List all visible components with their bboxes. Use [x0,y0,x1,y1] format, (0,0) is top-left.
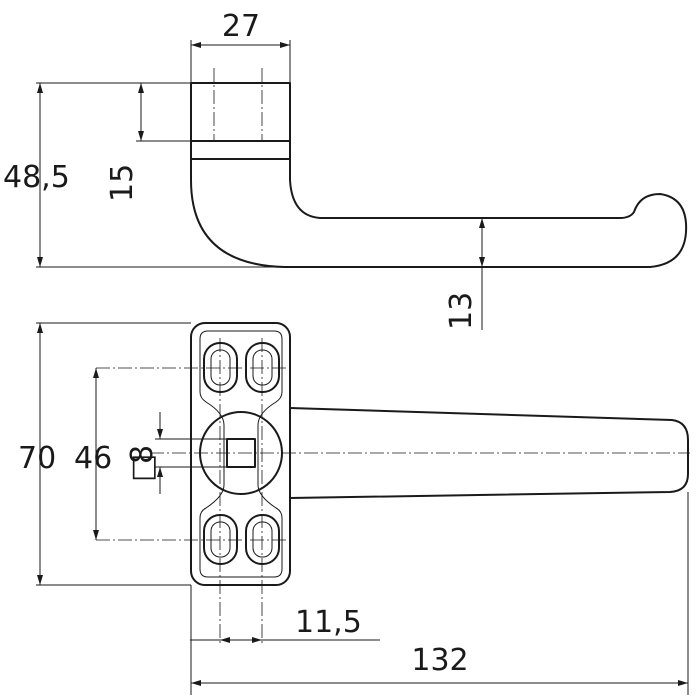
dim-label-46: 46 [74,441,112,476]
square-symbol: □ [125,454,160,482]
dim-label-27: 27 [222,9,260,44]
collar-outline [190,82,291,160]
rosette-outer [190,322,291,586]
lever-side-outline [190,158,688,268]
dim-label-8: 8 [125,445,160,464]
side-view [190,68,688,268]
dim-label-11-5: 11,5 [295,605,362,640]
side-view-dimensions: 27 48,5 15 13 [3,9,485,330]
dim-label-48-5: 48,5 [3,160,70,195]
dim-label-70: 70 [18,441,56,476]
lever-front-outline [289,407,689,499]
dim-label-15: 15 [105,164,140,202]
front-view-dimensions: 70 46 □ 8 11,5 132 [18,322,689,695]
screw-slots-bottom [203,514,280,565]
front-view [96,322,690,645]
dim-label-13: 13 [444,292,479,330]
dim-label-132: 132 [411,643,468,678]
screw-slots-top [203,342,280,393]
rosette-inner [199,330,283,578]
